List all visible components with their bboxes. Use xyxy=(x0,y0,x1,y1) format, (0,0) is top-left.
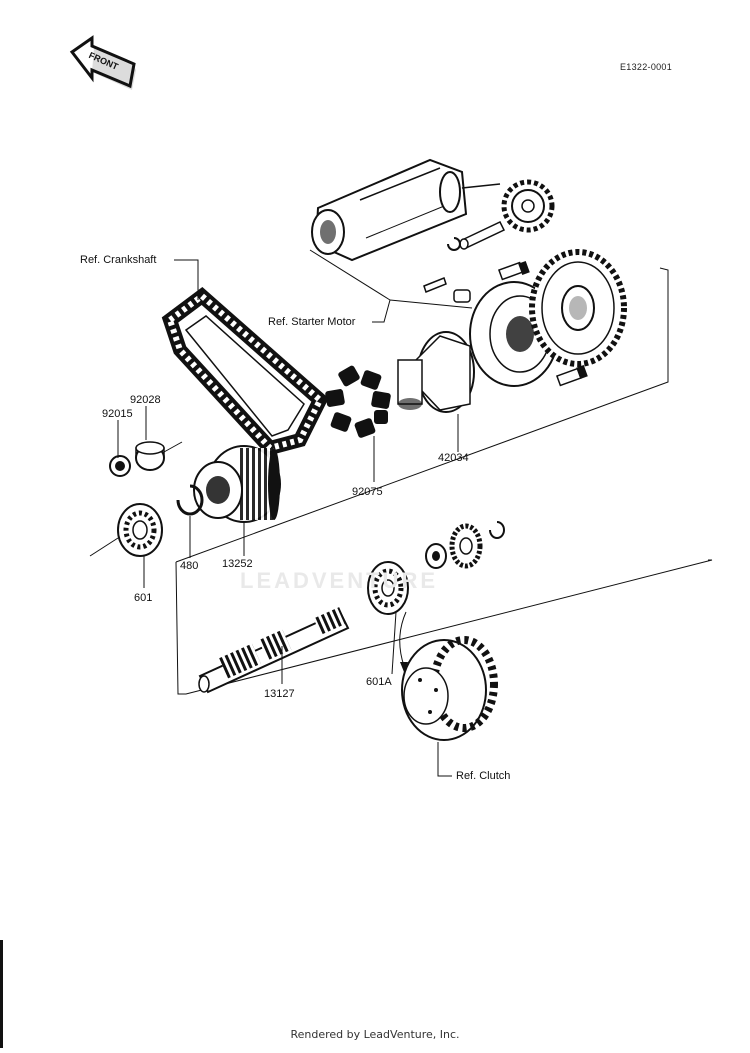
damper-hub-42034 xyxy=(397,331,475,413)
primary-gear-13252 xyxy=(193,445,281,523)
circlip-480 xyxy=(176,484,204,516)
label-ref-starter-motor: Ref. Starter Motor xyxy=(268,316,356,328)
drawing-code: E1322-0001 xyxy=(620,62,673,72)
collar-92015 xyxy=(109,455,131,477)
circlip-lower xyxy=(489,521,505,539)
gear-shaft xyxy=(459,221,506,250)
bolt-lower xyxy=(555,364,588,387)
starter-motor xyxy=(309,158,501,301)
arrowhead-icon xyxy=(400,662,408,672)
label-13127: 13127 xyxy=(264,688,295,700)
washer-hole xyxy=(432,551,440,561)
leader-lines xyxy=(117,259,459,777)
label-92028: 92028 xyxy=(130,394,161,406)
circlip-upper xyxy=(447,237,461,251)
leader-axis-upper xyxy=(163,441,183,453)
bearing-601a xyxy=(367,561,409,615)
bushing-92028 xyxy=(135,441,165,471)
leader-601a-clutch xyxy=(399,611,407,667)
roller-pin xyxy=(423,277,471,303)
starter-idle-gear xyxy=(501,179,555,233)
label-ref-crankshaft: Ref. Crankshaft xyxy=(80,254,157,266)
output-shaft-13127 xyxy=(198,607,350,694)
label-ref-clutch: Ref. Clutch xyxy=(456,770,511,782)
label-480: 480 xyxy=(180,560,199,572)
primary-chain xyxy=(161,286,329,456)
label-42034: 42034 xyxy=(438,452,469,464)
small-output-gear xyxy=(449,523,483,569)
starter-driven-gear xyxy=(529,249,627,367)
label-92075: 92075 xyxy=(352,486,383,498)
bearing-601 xyxy=(117,503,163,557)
bolt-upper xyxy=(497,260,530,281)
label-92015: 92015 xyxy=(102,408,133,420)
watermark: LEADVENTURE xyxy=(240,568,439,593)
label-601a: 601A xyxy=(366,676,392,688)
label-601: 601 xyxy=(134,592,153,604)
page-edge-mark xyxy=(0,940,3,1048)
footer-credit: Rendered by LeadVenture, Inc. xyxy=(290,1028,460,1041)
rubber-damper-92075 xyxy=(325,365,391,438)
leader-axis-lower xyxy=(89,537,119,557)
clutch-housing xyxy=(401,636,498,741)
label-13252: 13252 xyxy=(222,558,253,570)
front-arrow-icon xyxy=(69,35,136,90)
assembly-frame xyxy=(175,267,713,695)
